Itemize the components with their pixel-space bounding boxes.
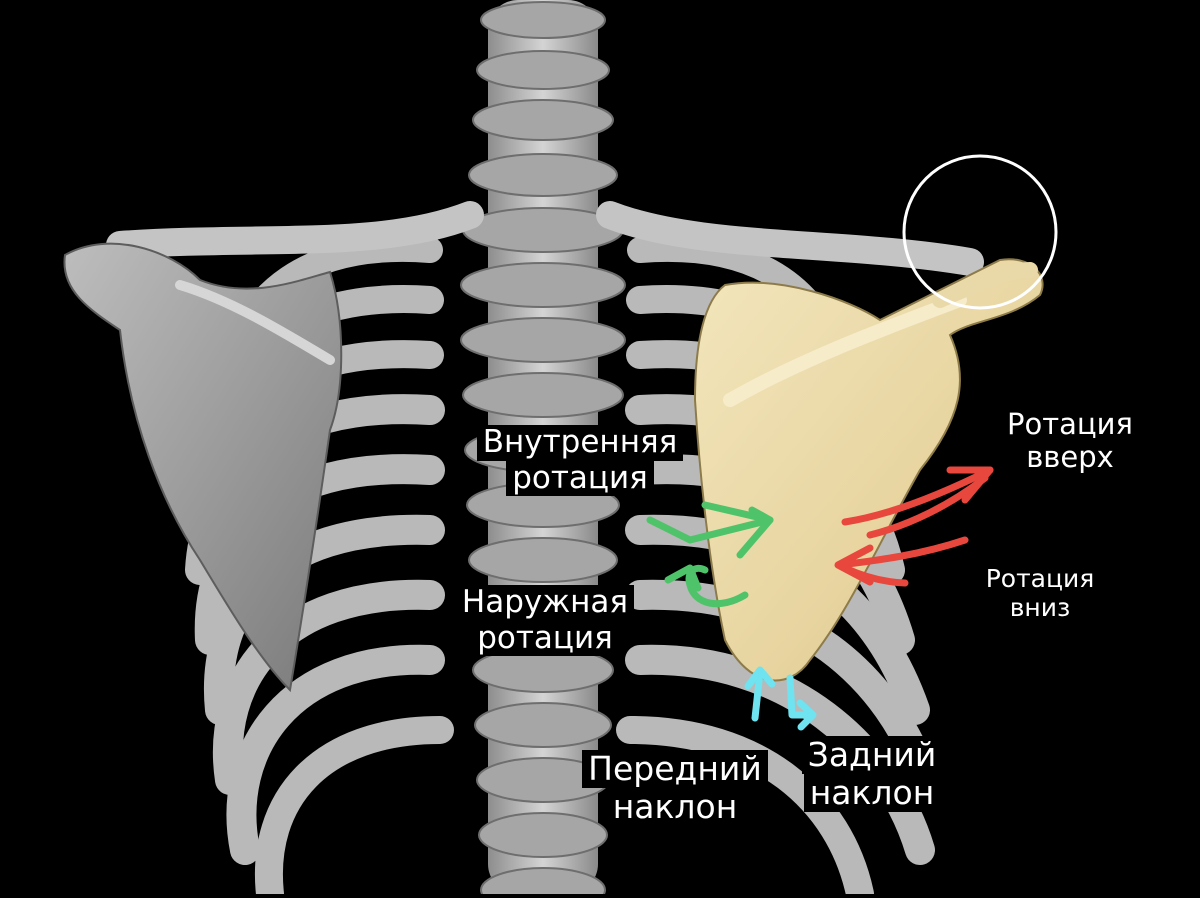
external-rotation-line1: Наружная bbox=[455, 584, 635, 621]
right-scapula bbox=[693, 258, 1044, 682]
internal-rotation-line2: ротация bbox=[506, 460, 654, 497]
clavicles bbox=[106, 201, 984, 276]
anterior-tilt-label: Передний наклон bbox=[560, 750, 790, 826]
internal-rotation-line1: Внутренняя bbox=[476, 424, 684, 461]
left-scapula bbox=[63, 242, 343, 693]
internal-rotation-label: Внутренняя ротация bbox=[455, 424, 705, 497]
downward-rotation-label: Ротация вниз bbox=[955, 564, 1125, 623]
posterior-tilt-line2: наклон bbox=[803, 773, 941, 812]
posterior-tilt-label: Задний наклон bbox=[782, 736, 962, 812]
internal-rotation-arrow bbox=[646, 501, 774, 559]
anterior-tilt-line2: наклон bbox=[606, 787, 744, 826]
downward-rotation-arrow bbox=[834, 536, 969, 587]
acromion-highlight-circle bbox=[902, 154, 1058, 310]
downward-rotation-line2: вниз bbox=[1009, 592, 1071, 622]
anterior-tilt-line1: Передний bbox=[582, 750, 768, 788]
external-rotation-line2: ротация bbox=[471, 620, 619, 657]
posterior-tilt-line1: Задний bbox=[801, 736, 943, 774]
upward-rotation-label: Ротация вверх bbox=[975, 407, 1165, 475]
upward-rotation-line2: вверх bbox=[1026, 440, 1114, 475]
external-rotation-arrow bbox=[664, 564, 749, 608]
upward-rotation-arrow bbox=[841, 466, 994, 539]
tilt-arrows bbox=[744, 666, 817, 731]
downward-rotation-line1: Ротация bbox=[985, 564, 1095, 593]
external-rotation-label: Наружная ротация bbox=[440, 584, 650, 657]
upward-rotation-line1: Ротация bbox=[1007, 407, 1133, 441]
